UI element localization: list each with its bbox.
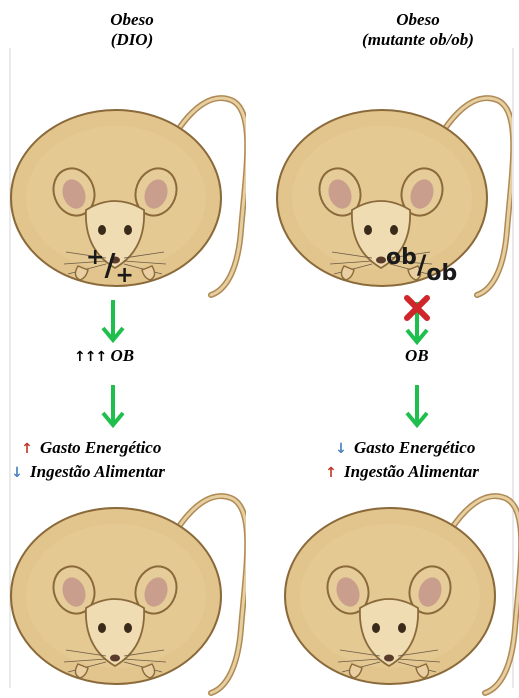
right-genotype-main: ob: [386, 245, 417, 270]
left-genotype-main: +: [86, 245, 104, 270]
left-effect-1-text: Gasto Energético: [40, 438, 161, 457]
left-title-line1: Obeso: [32, 10, 232, 30]
left-genotype: +/+: [86, 245, 134, 288]
left-gene-name: OB: [110, 346, 134, 365]
right-arrow-2-icon: [404, 383, 430, 429]
right-effect-1-down-icon: ↓: [334, 441, 348, 457]
right-genotype: ob/ob: [386, 245, 457, 286]
right-title-line2: (mutante ob/ob): [318, 30, 518, 50]
right-effect-2-text: Ingestão Alimentar: [344, 462, 479, 481]
left-effect-2-down-icon: ↓: [10, 465, 24, 481]
right-effect-1: ↓ Gasto Energético: [334, 438, 475, 458]
left-effect-1-up-icon: ↑: [20, 441, 34, 457]
right-title-line1: Obeso: [318, 10, 518, 30]
left-effect-2-text: Ingestão Alimentar: [30, 462, 165, 481]
blocked-x-icon: [403, 294, 431, 322]
left-title: Obeso (DIO): [32, 10, 232, 50]
left-title-line2: (DIO): [32, 30, 232, 50]
right-title: Obeso (mutante ob/ob): [318, 10, 518, 50]
right-gene: OB: [405, 346, 429, 366]
left-genotype-sub: +: [115, 263, 133, 288]
mouse-bottom-right-icon: [272, 478, 519, 698]
right-effect-2: ↑ Ingestão Alimentar: [324, 462, 479, 482]
right-genotype-sub: ob: [426, 261, 457, 286]
left-effect-2: ↓ Ingestão Alimentar: [10, 462, 165, 482]
mouse-bottom-left-icon: [6, 478, 246, 698]
left-gene-arrows: ↑↑↑: [74, 349, 106, 365]
left-gene: ↑↑↑ OB: [74, 346, 134, 366]
left-arrow-1-icon: [100, 298, 126, 344]
right-effect-1-text: Gasto Energético: [354, 438, 475, 457]
right-effect-2-up-icon: ↑: [324, 465, 338, 481]
left-arrow-2-icon: [100, 383, 126, 429]
left-effect-1: ↑ Gasto Energético: [20, 438, 161, 458]
right-gene-name: OB: [405, 346, 429, 365]
